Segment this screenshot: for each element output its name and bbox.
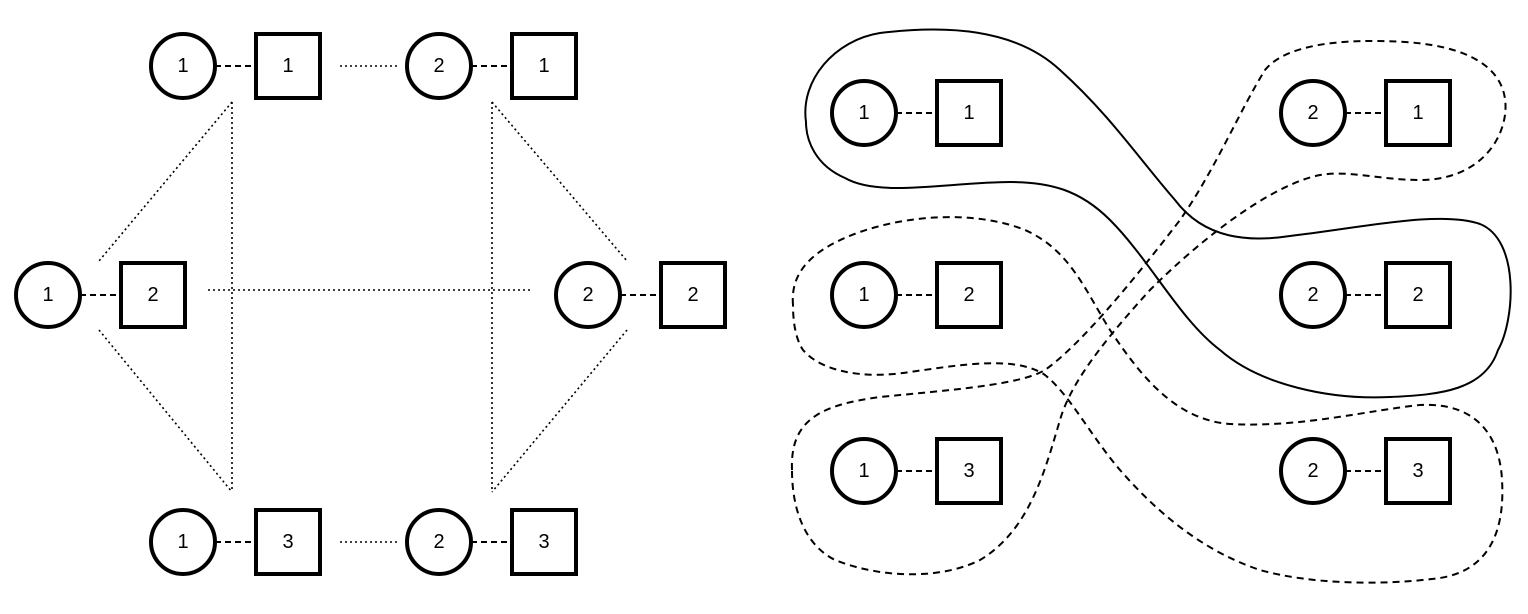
circle-node (830, 79, 898, 147)
square-node (1384, 79, 1452, 147)
circle-node (1279, 79, 1347, 147)
circle-node-label: 1 (177, 531, 188, 553)
group-contour-1-1-and-2-2 (804, 28, 1512, 399)
square-node (659, 261, 727, 329)
circle-node (830, 437, 898, 505)
circle-node (149, 508, 217, 576)
circle-node-label: 2 (433, 531, 444, 553)
circle-node-label: 2 (1307, 284, 1318, 306)
square-node-label: 1 (538, 55, 549, 77)
square-node (254, 32, 322, 100)
square-node-label: 2 (963, 284, 974, 306)
square-node (935, 261, 1003, 329)
circle-node-label: 1 (858, 460, 869, 482)
group-contour-2-1-and-1-3 (790, 39, 1507, 576)
circle-node-label: 2 (582, 284, 593, 306)
square-node-label: 2 (687, 284, 698, 306)
circle-node-label: 1 (177, 55, 188, 77)
square-node (1384, 437, 1452, 505)
square-node (510, 32, 578, 100)
dotted-edge-1-2-to-1-3 (98, 329, 233, 493)
circle-node (149, 32, 217, 100)
square-node-label: 2 (1412, 284, 1423, 306)
circle-node-label: 2 (1307, 460, 1318, 482)
circle-node (405, 32, 473, 100)
square-node-label: 3 (538, 531, 549, 553)
circle-node (554, 261, 622, 329)
square-node-label: 3 (963, 460, 974, 482)
square-node-label: 1 (963, 102, 974, 124)
square-node-label: 1 (1412, 102, 1423, 124)
square-node (510, 508, 578, 576)
right-graph-groups (790, 28, 1512, 584)
circle-node (1279, 261, 1347, 329)
circle-node-label: 2 (1307, 102, 1318, 124)
square-node (935, 79, 1003, 147)
square-node-label: 3 (1412, 460, 1423, 482)
circle-node (830, 261, 898, 329)
square-node (935, 437, 1003, 505)
circle-node-label: 1 (42, 284, 53, 306)
circle-node-label: 2 (433, 55, 444, 77)
square-node-label: 2 (147, 284, 158, 306)
dotted-edge-2-1-to-2-2 (491, 101, 628, 262)
dotted-edge-2-2-to-2-3 (491, 329, 628, 493)
square-node (254, 508, 322, 576)
group-contour-1-2-and-2-3 (791, 216, 1504, 584)
circle-node-label: 1 (858, 102, 869, 124)
square-node-label: 1 (282, 55, 293, 77)
circle-node (405, 508, 473, 576)
left-graph-edges (98, 65, 628, 543)
square-node-label: 3 (282, 531, 293, 553)
square-node (119, 261, 187, 329)
square-node (1384, 261, 1452, 329)
dotted-edge-1-1-to-1-2 (98, 101, 233, 262)
circle-node-label: 1 (858, 284, 869, 306)
circle-node (14, 261, 82, 329)
circle-node (1279, 437, 1347, 505)
